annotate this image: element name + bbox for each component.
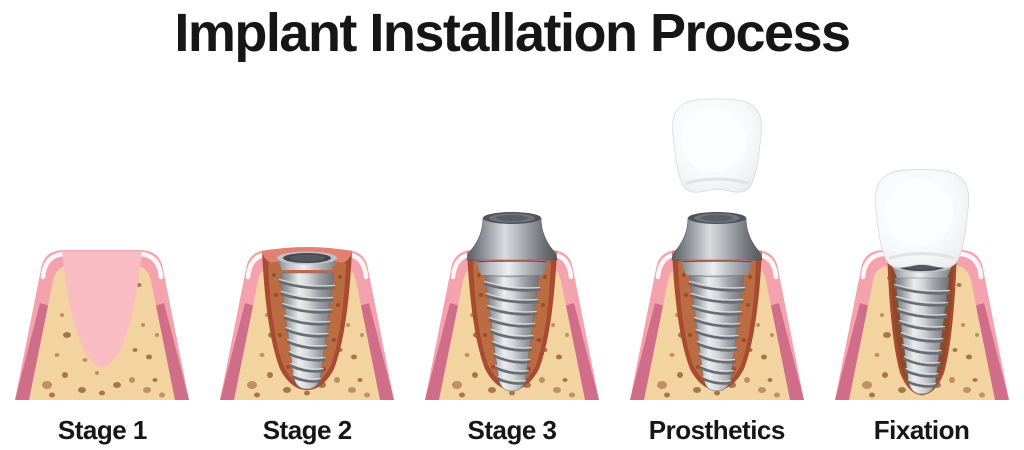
stage-3-illustration — [417, 211, 607, 405]
stage-1-figure: Stage 1 — [0, 95, 205, 446]
stage-2-figure: Stage 2 — [205, 95, 410, 446]
page-title: Implant Installation Process — [174, 3, 851, 63]
stage-2-illustration — [212, 247, 402, 405]
abutment — [466, 211, 558, 278]
stage-1-illustration — [7, 95, 197, 405]
stage-3-figure: Stage 3 — [410, 95, 615, 446]
stage-label: Prosthetics — [648, 415, 786, 445]
stage-label: Fixation — [873, 415, 970, 445]
stage-label: Stage 2 — [262, 415, 353, 445]
fixation-figure: Fixation — [819, 95, 1024, 446]
stage-label: Stage 3 — [467, 415, 557, 445]
floating-crown — [670, 97, 763, 194]
stage-label: Stage 1 — [57, 415, 148, 445]
prosthetics-illustration — [622, 97, 812, 405]
prosthetics-figure: Prosthetics — [614, 95, 819, 446]
fixation-illustration — [827, 167, 1017, 405]
abutment — [671, 211, 763, 278]
implant-collar — [277, 251, 338, 270]
seated-crown — [873, 167, 970, 270]
stages-row: Stage 1 Stage 2 Stage 3 — [0, 95, 1024, 446]
